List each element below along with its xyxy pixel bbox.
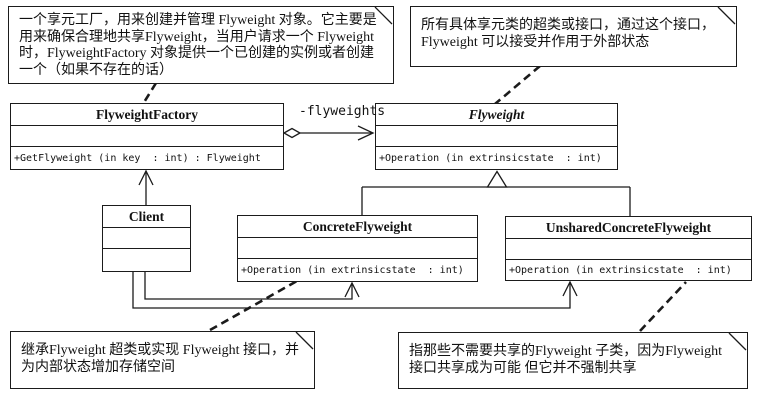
class-operation: +Operation (in extrinsicstate : int) bbox=[241, 264, 464, 276]
note-text: 指那些不需要共享的Flyweight 子类，因为Flyweight 接口共享成为… bbox=[409, 344, 723, 376]
aggregation-label: -flyweights bbox=[299, 104, 386, 119]
class-title: UnsharedConcreteFlyweight bbox=[506, 217, 751, 239]
class-concrete-flyweight: ConcreteFlyweight +Operation (in extrins… bbox=[237, 215, 478, 282]
class-flyweight: Flyweight +Operation (in extrinsicstate … bbox=[375, 103, 618, 170]
client-concrete-arrowhead-icon bbox=[344, 281, 360, 298]
class-operations-empty bbox=[103, 249, 190, 271]
class-attributes-empty bbox=[11, 126, 283, 147]
note-flyweight: 所有具体享元类的超类或接口，通过这个接口，Flyweight 可以接受并作用于外… bbox=[410, 6, 737, 67]
class-attributes-empty bbox=[376, 126, 617, 147]
note-connector-flyweight bbox=[494, 65, 541, 105]
note-connector-concrete bbox=[209, 279, 298, 332]
class-title: Client bbox=[103, 206, 190, 228]
class-title: FlyweightFactory bbox=[11, 104, 283, 126]
client-factory-arrowhead-icon bbox=[138, 169, 154, 186]
class-operation: +Operation (in extrinsicstate : int) bbox=[379, 152, 602, 164]
note-connector-factory bbox=[141, 82, 158, 105]
class-title: ConcreteFlyweight bbox=[238, 216, 477, 238]
class-attributes-empty bbox=[238, 238, 477, 259]
aggregation-arrowhead-icon bbox=[357, 125, 375, 141]
note-concrete-flyweight: 继承Flyweight 超类或实现 Flyweight 接口，并为内部状态增加存… bbox=[10, 331, 315, 389]
note-fold-icon bbox=[295, 332, 314, 350]
note-fold-icon bbox=[717, 7, 736, 25]
client-unshared-arrowhead-icon bbox=[562, 280, 578, 297]
note-text: 所有具体享元类的超类或接口，通过这个接口，Flyweight 可以接受并作用于外… bbox=[421, 18, 715, 50]
note-flyweight-factory: 一个享元工厂，用来创建并管理 Flyweight 对象。它主要是用来确保合理地共… bbox=[8, 6, 394, 84]
class-operation: +GetFlyweight (in key : int) : Flyweight bbox=[14, 152, 261, 164]
client-concrete-line bbox=[144, 272, 353, 300]
generalization-triangle-icon bbox=[486, 170, 508, 188]
note-fold-icon bbox=[728, 333, 747, 351]
aggregation-diamond-icon bbox=[282, 127, 302, 139]
note-text: 继承Flyweight 超类或实现 Flyweight 接口，并为内部状态增加存… bbox=[21, 343, 300, 375]
client-unshared-line bbox=[132, 272, 571, 309]
class-operation: +Operation (in extrinsicstate : int) bbox=[509, 264, 732, 276]
class-title: Flyweight bbox=[376, 104, 617, 126]
note-fold-icon bbox=[374, 7, 393, 25]
note-unshared-concrete-flyweight: 指那些不需要共享的Flyweight 子类，因为Flyweight 接口共享成为… bbox=[398, 332, 748, 389]
class-flyweight-factory: FlyweightFactory +GetFlyweight (in key :… bbox=[10, 103, 284, 170]
class-attributes-empty bbox=[103, 228, 190, 249]
class-attributes-empty bbox=[506, 239, 751, 260]
note-text: 一个享元工厂，用来创建并管理 Flyweight 对象。它主要是用来确保合理地共… bbox=[19, 13, 377, 78]
class-client: Client bbox=[102, 205, 191, 272]
note-connector-unshared bbox=[639, 281, 687, 332]
class-unshared-concrete-flyweight: UnsharedConcreteFlyweight +Operation (in… bbox=[505, 216, 752, 281]
